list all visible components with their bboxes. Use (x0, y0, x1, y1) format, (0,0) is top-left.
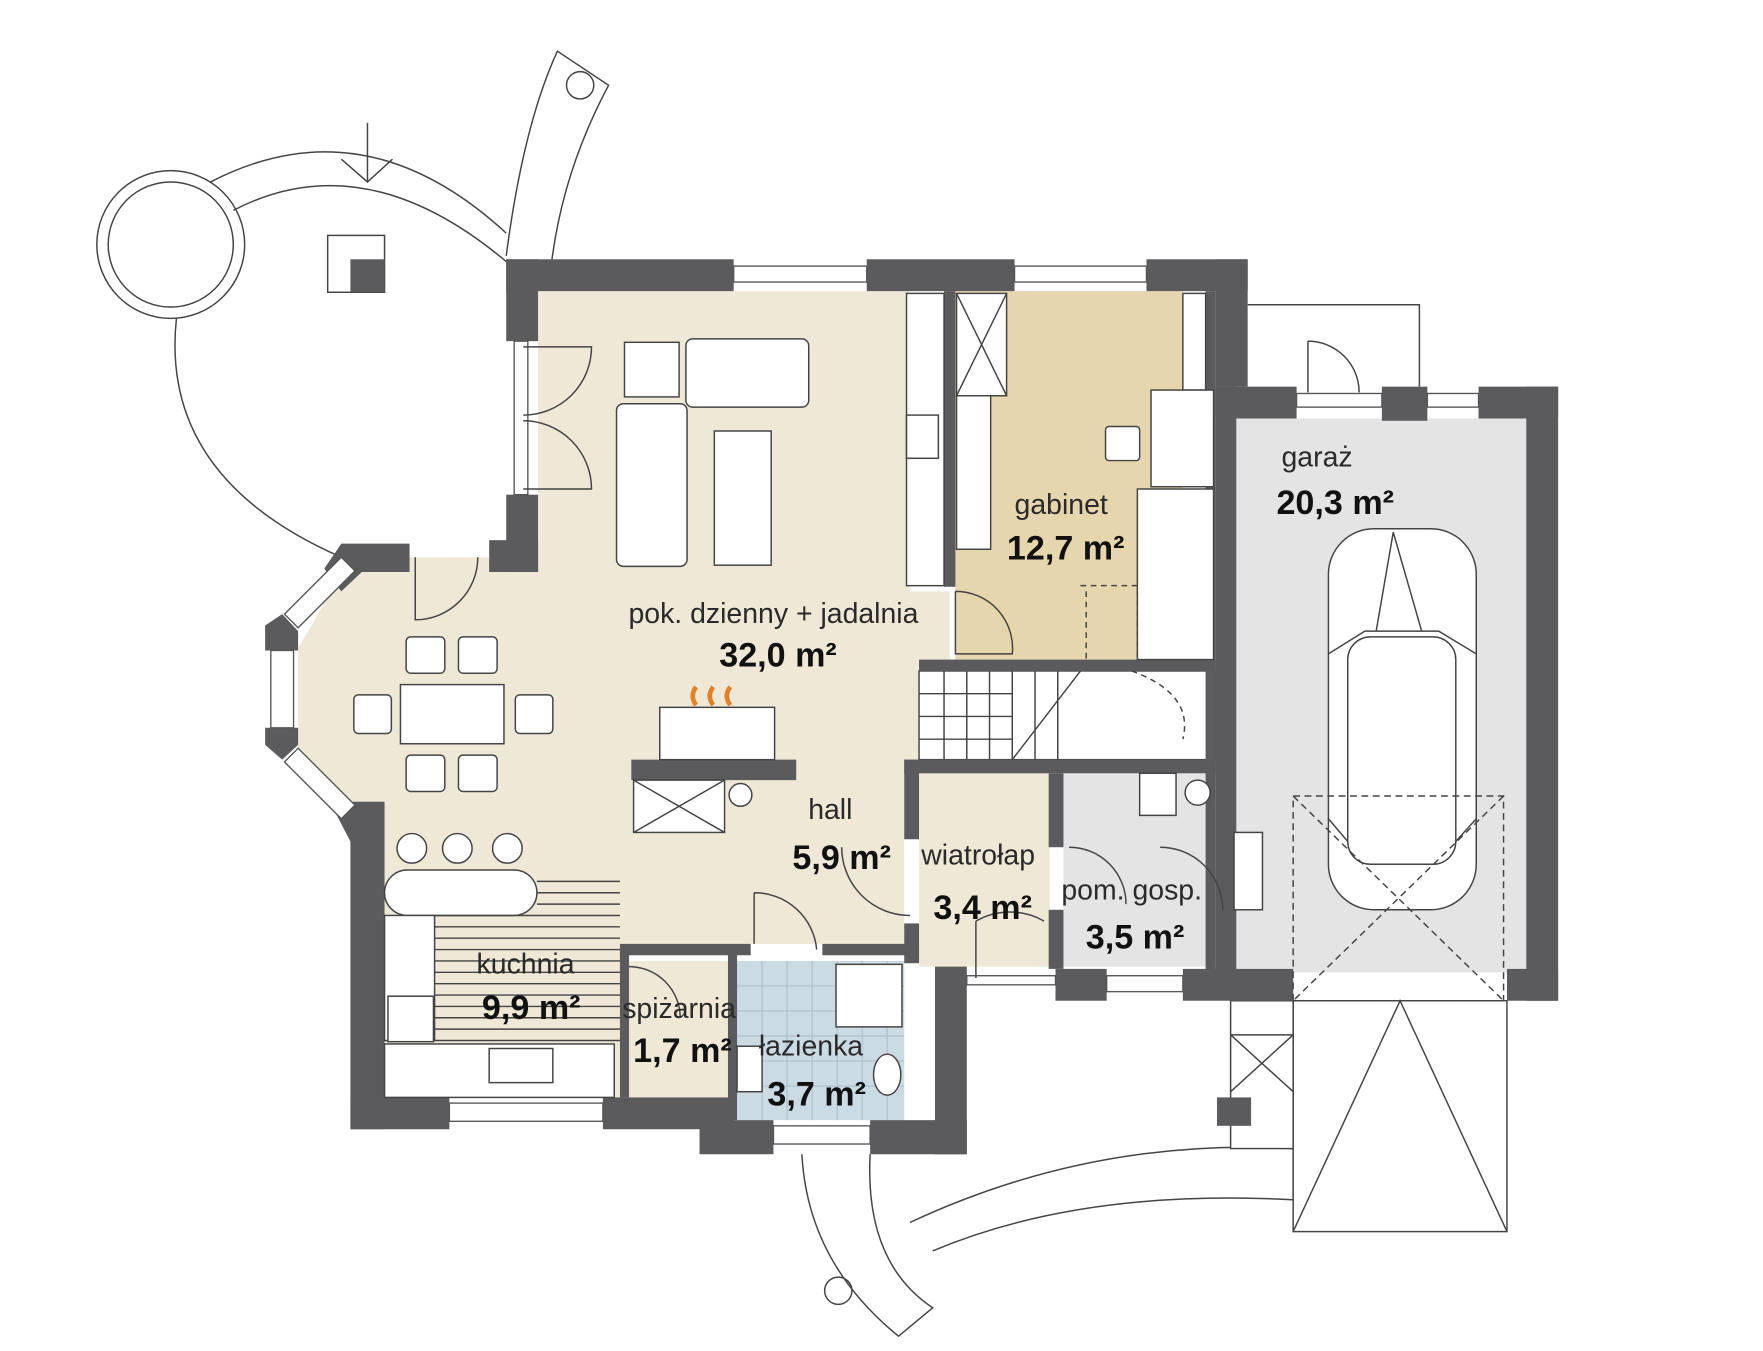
pantry-floor (629, 960, 728, 1098)
room-area: 20,3 m² (1276, 484, 1394, 522)
doors (414, 304, 1421, 1018)
staircase (918, 584, 1217, 761)
room-name: gabinet (1015, 489, 1108, 521)
room-area: 3,4 m² (933, 889, 1032, 927)
room-name: spiżarnia (622, 993, 736, 1025)
room-area: 5,9 m² (792, 839, 891, 877)
vestibule-floor (919, 773, 1050, 967)
room-name: hall (808, 794, 852, 826)
room-name: pok. dzienny + jadalnia (628, 598, 918, 630)
room-name: garaż (1281, 441, 1352, 473)
walls (265, 259, 1559, 1155)
room-area: 12,7 m² (1007, 530, 1125, 568)
car-icon (1292, 528, 1505, 1002)
room-labels: pok. dzienny + jadalnia 32,0 m² gabinet … (477, 441, 1394, 1113)
room-name: pom. gosp. (1061, 875, 1202, 907)
entrance-path (801, 998, 1508, 1338)
room-area: 3,5 m² (1086, 918, 1185, 956)
furniture (353, 292, 1264, 1099)
room-name: wiatrołap (920, 839, 1035, 871)
windows (270, 265, 1480, 1145)
room-name: łazienka (759, 1030, 863, 1062)
room-area: 9,9 m² (482, 989, 581, 1027)
room-area: 32,0 m² (719, 636, 837, 674)
room-area: 3,7 m² (767, 1075, 866, 1113)
terrace (96, 50, 610, 558)
room-area: 1,7 m² (633, 1032, 732, 1070)
fireplace-flame-icon (690, 685, 733, 707)
room-name: kuchnia (477, 948, 575, 980)
